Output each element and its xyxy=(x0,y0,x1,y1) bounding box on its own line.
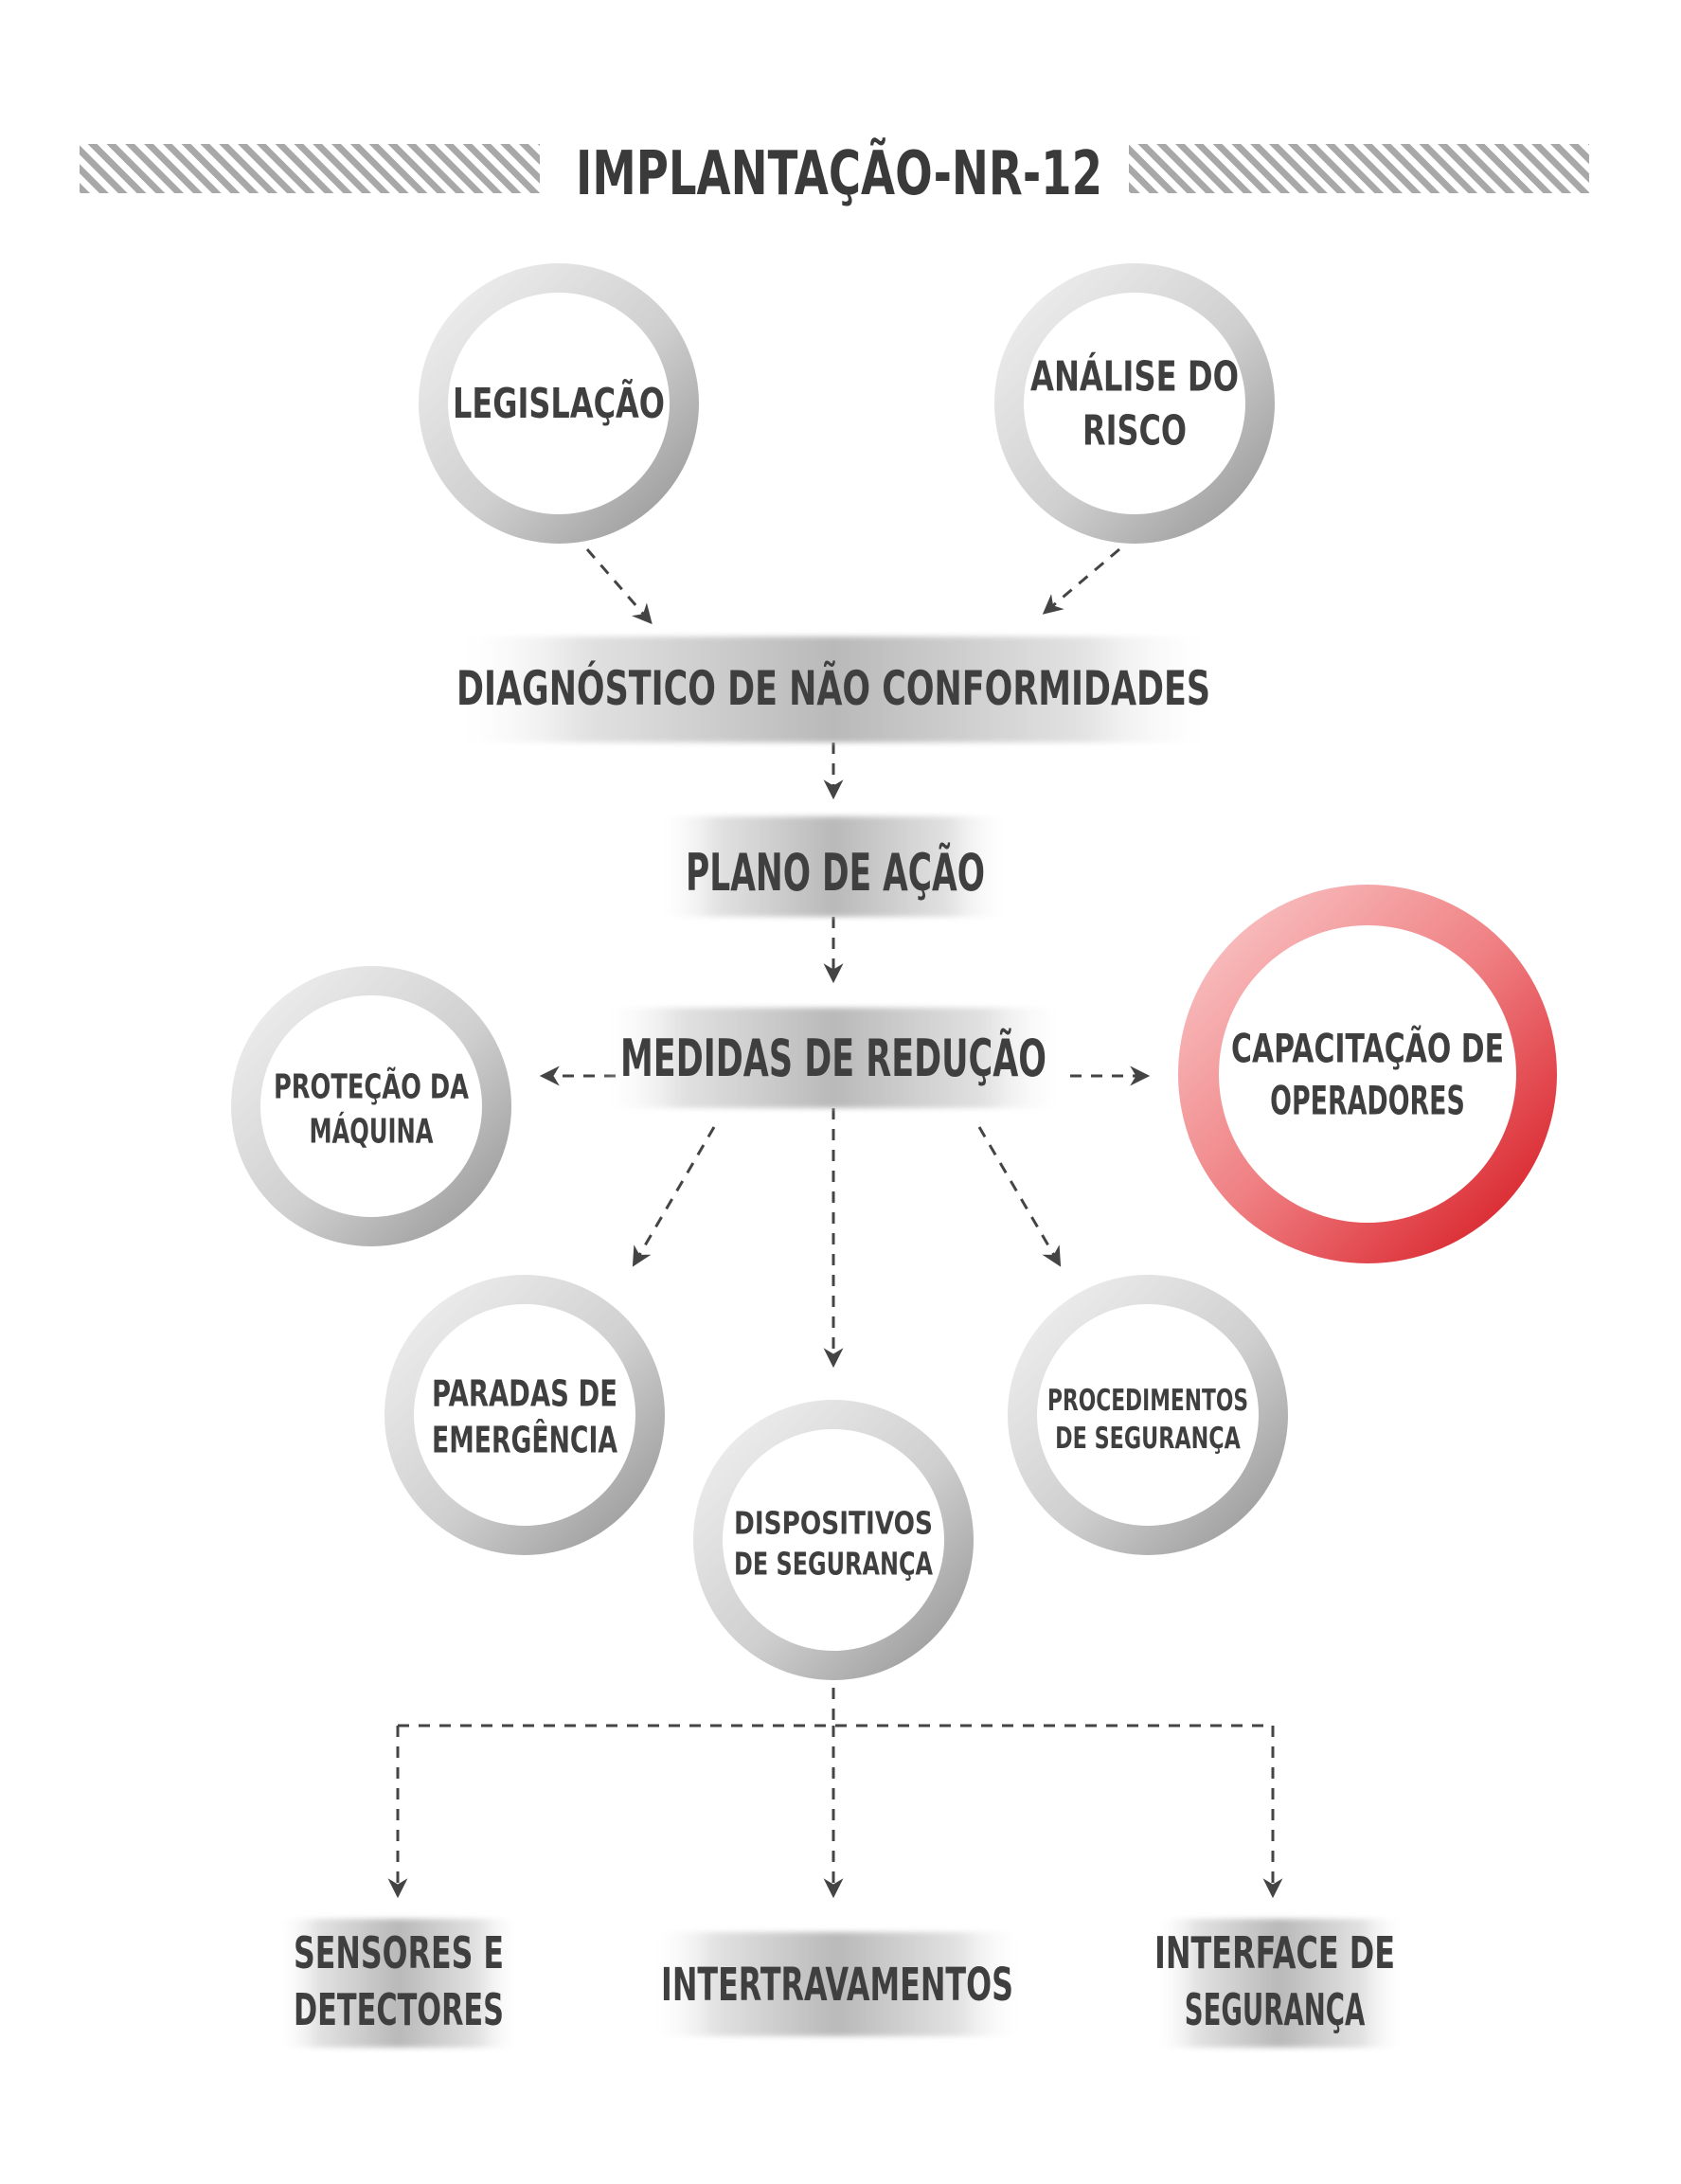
label-analise-do-risco: ANÁLISE DO RISCO xyxy=(1030,350,1239,455)
node-diagnostico: DIAGNÓSTICO DE NÃO CONFORMIDADES xyxy=(445,636,1222,743)
label-line: EMERGÊNCIA xyxy=(432,1420,617,1461)
title-hatch-right xyxy=(1129,144,1589,193)
node-procedimentos-de-seguranca: PROCEDIMENTOS DE SEGURANÇA xyxy=(1008,1275,1288,1555)
node-capacitacao-de-operadores: CAPACITAÇÃO DE OPERADORES xyxy=(1178,885,1557,1263)
diagram-title: IMPLANTAÇÃO-NR-12 xyxy=(576,137,1102,209)
label-line: SENSORES E xyxy=(294,1927,504,1978)
label-line: DETECTORES xyxy=(294,1984,504,2035)
label-line: PROTEÇÃO DA xyxy=(274,1067,469,1107)
node-paradas-de-emergencia: PARADAS DE EMERGÊNCIA xyxy=(384,1275,665,1555)
node-intertravamentos: INTERTRAVAMENTOS xyxy=(648,1932,1027,2036)
label-paradas-de-emergencia: PARADAS DE EMERGÊNCIA xyxy=(432,1372,617,1460)
label-line: DE SEGURANÇA xyxy=(734,1545,933,1582)
label-line: DISPOSITIVOS xyxy=(734,1505,933,1542)
label-line: ANÁLISE DO xyxy=(1030,350,1239,401)
node-analise-do-risco: ANÁLISE DO RISCO xyxy=(994,263,1275,544)
label-line: MÁQUINA xyxy=(309,1111,433,1151)
label-legislacao: LEGISLAÇÃO xyxy=(453,378,665,428)
label-interface-de-seguranca: INTERFACE DE SEGURANÇA xyxy=(1154,1927,1395,2035)
label-line: PROCEDIMENTOS xyxy=(1047,1384,1248,1418)
label-line: PLANO DE AÇÃO xyxy=(686,843,985,903)
arrow-medidas-procedimentos xyxy=(977,1126,1062,1267)
node-legislacao: LEGISLAÇÃO xyxy=(419,263,699,544)
label-procedimentos-de-seguranca: PROCEDIMENTOS DE SEGURANÇA xyxy=(1047,1384,1248,1456)
label-intertravamentos: INTERTRAVAMENTOS xyxy=(661,1959,1013,2012)
node-sensores-e-detectores: SENSORES E DETECTORES xyxy=(275,1919,523,2048)
label-line: DIAGNÓSTICO DE NÃO CONFORMIDADES xyxy=(456,660,1210,716)
arrow-analise-diagnostico xyxy=(1042,547,1120,615)
label-medidas-de-reducao: MEDIDAS DE REDUÇÃO xyxy=(620,1029,1046,1088)
label-line: PARADAS DE xyxy=(432,1372,617,1414)
label-line: DE SEGURANÇA xyxy=(1055,1422,1241,1456)
node-plano-de-acao: PLANO DE AÇÃO xyxy=(653,816,1013,917)
label-plano-de-acao: PLANO DE AÇÃO xyxy=(686,843,985,903)
arrow-legislacao-diagnostico xyxy=(585,548,653,625)
node-interface-de-seguranca: INTERFACE DE SEGURANÇA xyxy=(1152,1919,1407,2048)
label-line: INTERTRAVAMENTOS xyxy=(661,1959,1013,2012)
label-line: MEDIDAS DE REDUÇÃO xyxy=(620,1029,1046,1088)
label-line: INTERFACE DE xyxy=(1154,1927,1395,1978)
label-line: OPERADORES xyxy=(1270,1077,1465,1123)
label-capacitacao-de-operadores: CAPACITAÇÃO DE OPERADORES xyxy=(1231,1025,1504,1124)
label-line: LEGISLAÇÃO xyxy=(453,378,665,428)
label-diagnostico: DIAGNÓSTICO DE NÃO CONFORMIDADES xyxy=(456,660,1210,716)
label-line: CAPACITAÇÃO DE xyxy=(1231,1025,1504,1072)
label-line: SEGURANÇA xyxy=(1185,1984,1366,2035)
node-medidas-de-reducao: MEDIDAS DE REDUÇÃO xyxy=(597,1008,1070,1108)
title-hatch-left xyxy=(80,144,540,193)
label-sensores-e-detectores: SENSORES E DETECTORES xyxy=(294,1927,504,2035)
arrow-medidas-paradas xyxy=(632,1126,716,1267)
label-line: RISCO xyxy=(1082,407,1187,456)
connector-dispositivos-branch xyxy=(398,1688,1273,1728)
connectors xyxy=(387,547,1283,1899)
